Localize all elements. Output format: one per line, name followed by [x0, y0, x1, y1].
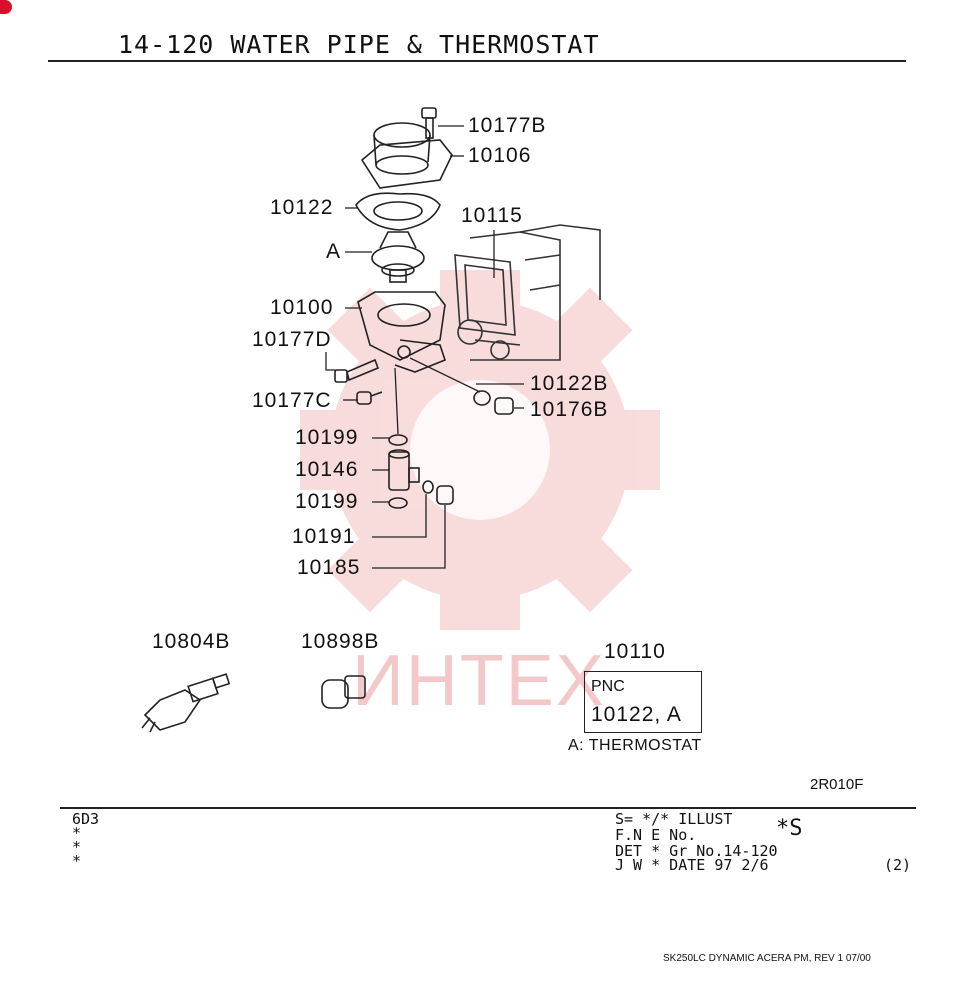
thermostat-A-icon — [371, 231, 425, 283]
footer-asterisk-2: * — [72, 838, 82, 856]
callout-10191: 10191 — [292, 525, 356, 548]
watermark-text: ИНТЕХ — [352, 641, 606, 721]
callout-A: A — [326, 240, 342, 263]
bolt-10177D-icon — [334, 358, 380, 383]
callout-10106: 10106 — [468, 144, 532, 167]
engine-block-10115-icon — [454, 224, 601, 361]
callout-10804B: 10804B — [152, 630, 231, 653]
thermostat-housing-10100-icon — [357, 291, 446, 373]
callout-10177C: 10177C — [252, 389, 332, 412]
document-reference: SK250LC DYNAMIC ACERA PM, REV 1 07/00 — [663, 953, 871, 964]
callout-10122B: 10122B — [530, 372, 609, 395]
footer-page-number: (2) — [884, 856, 912, 874]
plug-10176B-icon — [494, 397, 514, 415]
water-outlet-10106-icon — [360, 122, 453, 189]
footer-model: 6D3 — [72, 810, 100, 828]
plug-10185-icon — [436, 485, 454, 505]
o-ring-10199-upper-icon — [388, 434, 408, 446]
pnc-box: PNC 10122, A — [584, 671, 702, 733]
washer-10191-icon — [422, 480, 434, 494]
gasket-10122-icon — [355, 192, 441, 231]
corner-logo-icon — [0, 0, 12, 14]
callout-10185: 10185 — [297, 556, 361, 579]
footer-fne-row: F.N E No. — [615, 826, 697, 844]
footer-date-row: J W * DATE 97 2/6 — [615, 856, 769, 874]
footer-illust-row: S= */* ILLUST — [615, 810, 733, 828]
callout-10177B: 10177B — [468, 114, 547, 137]
callout-10146: 10146 — [295, 458, 359, 481]
footer-illust-value: *S — [776, 816, 803, 841]
callout-10176B: 10176B — [530, 398, 609, 421]
o-ring-10199-lower-icon — [388, 497, 408, 509]
footer-asterisk-1: * — [72, 824, 82, 842]
callout-10177D: 10177D — [252, 328, 332, 351]
pnc-value: 10122, A — [591, 703, 682, 726]
legend-note: A: THERMOSTAT — [568, 737, 702, 754]
footer-det-row: DET * Gr No.14-120 — [615, 842, 778, 860]
callout-10199-upper: 10199 — [295, 426, 359, 449]
callout-10199-lower: 10199 — [295, 490, 359, 513]
sensor-10804B-icon — [141, 673, 231, 733]
page-title: 14-120 WATER PIPE & THERMOSTAT — [118, 30, 600, 59]
callout-10122: 10122 — [270, 196, 334, 219]
footer-asterisk-3: * — [72, 852, 82, 870]
bolt-10177C-icon — [356, 391, 383, 405]
washer-10122B-icon — [473, 390, 491, 406]
pnc-label: PNC — [591, 678, 625, 695]
illustration-code: 2R010F — [810, 776, 864, 793]
callout-10110: 10110 — [604, 640, 666, 663]
callout-10100: 10100 — [270, 296, 334, 319]
title-underline — [48, 60, 906, 62]
callout-10115: 10115 — [461, 204, 523, 227]
callout-10898B: 10898B — [301, 630, 380, 653]
pipe-10146-icon — [388, 449, 420, 491]
footer-rule — [60, 807, 916, 809]
plug-10898B-icon — [321, 675, 366, 709]
